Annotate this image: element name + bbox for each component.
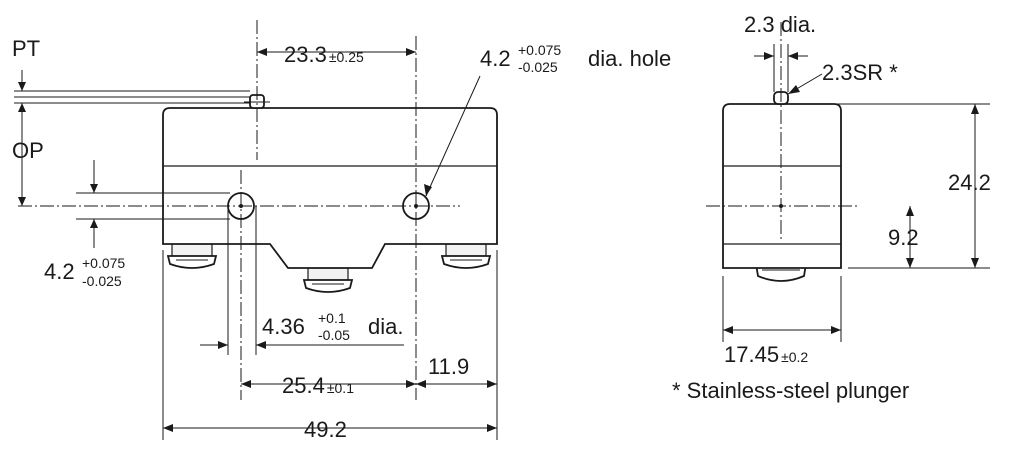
label-49-2: 49.2 xyxy=(304,417,347,442)
label-11-9: 11.9 xyxy=(428,354,469,379)
svg-text:-0.05: -0.05 xyxy=(318,327,350,343)
terminal-right xyxy=(440,243,492,269)
label-note: * Stainless-steel plunger xyxy=(672,378,909,403)
dim-25-4 xyxy=(241,380,416,388)
svg-text:-0.025: -0.025 xyxy=(518,59,558,75)
dim-2-3 xyxy=(754,44,808,92)
label-hole: 4.2 +0.075 -0.025 dia. hole xyxy=(480,42,671,75)
svg-text:+0.075: +0.075 xyxy=(82,255,125,271)
terminal-center xyxy=(302,267,354,293)
dim-17-45 xyxy=(722,276,842,342)
front-body xyxy=(162,107,498,269)
label-4-2-left: 4.2 +0.075 -0.025 xyxy=(44,255,125,289)
svg-text:4.2: 4.2 xyxy=(44,259,75,284)
label-17-45: 17.45±0.2 xyxy=(724,342,808,367)
terminal-left xyxy=(166,243,218,269)
svg-text:4.36: 4.36 xyxy=(262,314,305,339)
sr-leader xyxy=(787,73,823,95)
label-4-36: 4.36 +0.1 -0.05 dia. xyxy=(262,310,403,343)
svg-text:+0.1: +0.1 xyxy=(318,310,346,326)
svg-text:+0.075: +0.075 xyxy=(518,42,561,58)
side-view xyxy=(706,22,858,282)
label-op: OP xyxy=(12,138,44,163)
svg-text:-0.025: -0.025 xyxy=(82,273,122,289)
label-24-2: 24.2 xyxy=(948,170,991,195)
front-view xyxy=(18,20,498,400)
svg-text:4.2: 4.2 xyxy=(480,46,511,71)
dim-9-2 xyxy=(906,206,914,268)
dim-49-2 xyxy=(162,250,497,440)
dim-11-9 xyxy=(416,250,498,440)
pt-op-dimensions xyxy=(14,70,250,206)
hole-leader xyxy=(424,75,481,197)
label-23-3: 23.3±0.25 xyxy=(284,42,364,67)
label-2-3-dia: 2.3 dia. xyxy=(744,12,816,37)
dim-4-2-left xyxy=(76,160,230,248)
svg-text:dia. hole: dia. hole xyxy=(588,46,671,71)
dim-23-3 xyxy=(257,48,416,56)
label-pt: PT xyxy=(12,36,40,61)
label-9-2: 9.2 xyxy=(888,225,919,250)
label-2-3sr: 2.3SR * xyxy=(822,60,898,85)
dim-4-36 xyxy=(200,206,404,355)
label-25-4: 25.4±0.1 xyxy=(282,373,354,398)
dim-24-2 xyxy=(820,103,990,269)
svg-text:dia.: dia. xyxy=(368,314,403,339)
